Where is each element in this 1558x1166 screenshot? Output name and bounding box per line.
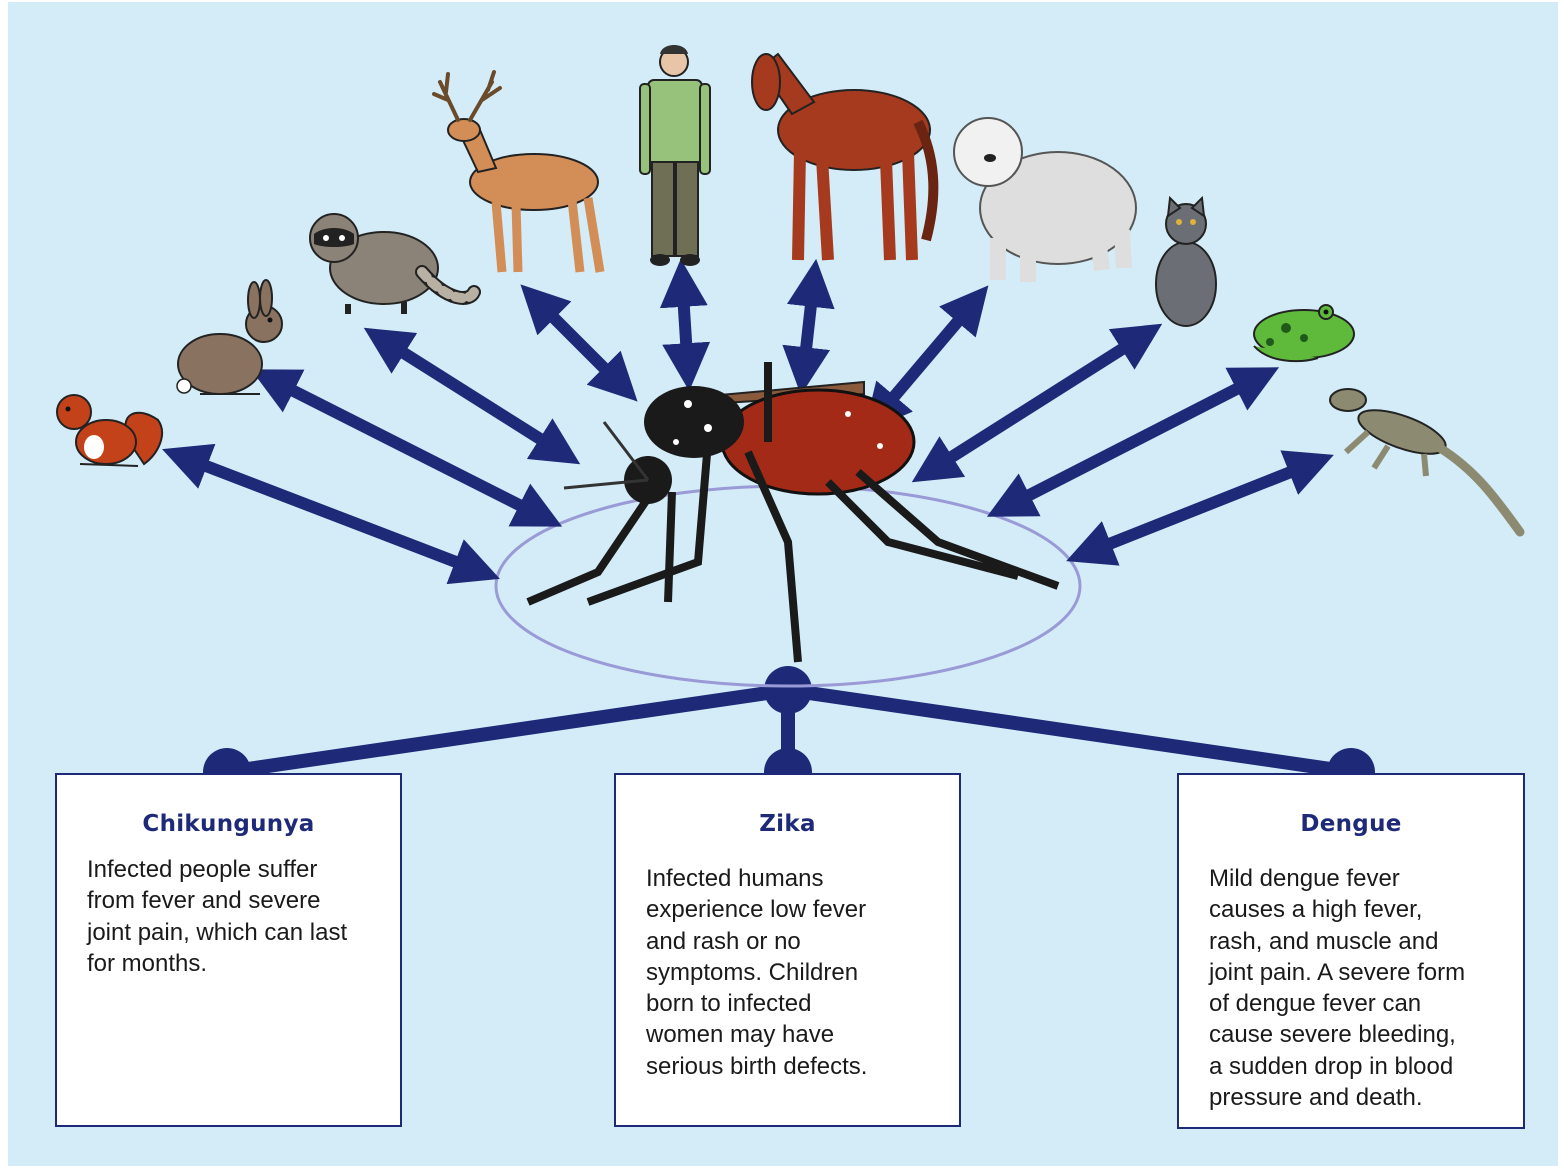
chikungunya-card: Chikungunya Infected people suffer from …: [55, 773, 402, 1127]
chikungunya-description: Infected people suffer from fever and se…: [87, 854, 387, 979]
horse-icon: [752, 54, 933, 260]
cat-icon: [1156, 198, 1216, 326]
arrow-horse: [803, 278, 814, 376]
dog-icon: [954, 118, 1136, 282]
diagram-stage: Chikungunya Infected people suffer from …: [8, 2, 1558, 1166]
dengue-title: Dengue: [1179, 811, 1523, 837]
frog-icon: [1254, 305, 1354, 361]
rabbit-icon: [177, 280, 282, 394]
squirrel-icon: [57, 395, 162, 466]
dengue-card: Dengue Mild dengue fever causes a high f…: [1177, 773, 1525, 1129]
arrow-rabbit: [268, 378, 545, 518]
mosquito-icon: [528, 362, 1058, 662]
human-icon: [640, 45, 710, 266]
raccoon-icon: [310, 214, 474, 314]
zika-description: Infected humans experience low fever and…: [646, 863, 946, 1082]
chikungunya-title: Chikungunya: [57, 811, 400, 837]
hub-node: [764, 666, 812, 714]
lizard-icon: [1330, 389, 1520, 532]
zika-title: Zika: [616, 811, 959, 837]
deer-icon: [434, 72, 600, 272]
arrow-lizard: [1084, 462, 1316, 554]
arrow-deer: [534, 298, 624, 388]
arrow-squirrel: [180, 456, 482, 572]
dengue-description: Mild dengue fever causes a high fever, r…: [1209, 863, 1509, 1113]
zika-card: Zika Infected humans experience low feve…: [614, 773, 961, 1127]
arrow-dog: [876, 300, 976, 418]
arrow-raccoon: [380, 338, 564, 454]
arrow-human: [682, 278, 688, 372]
